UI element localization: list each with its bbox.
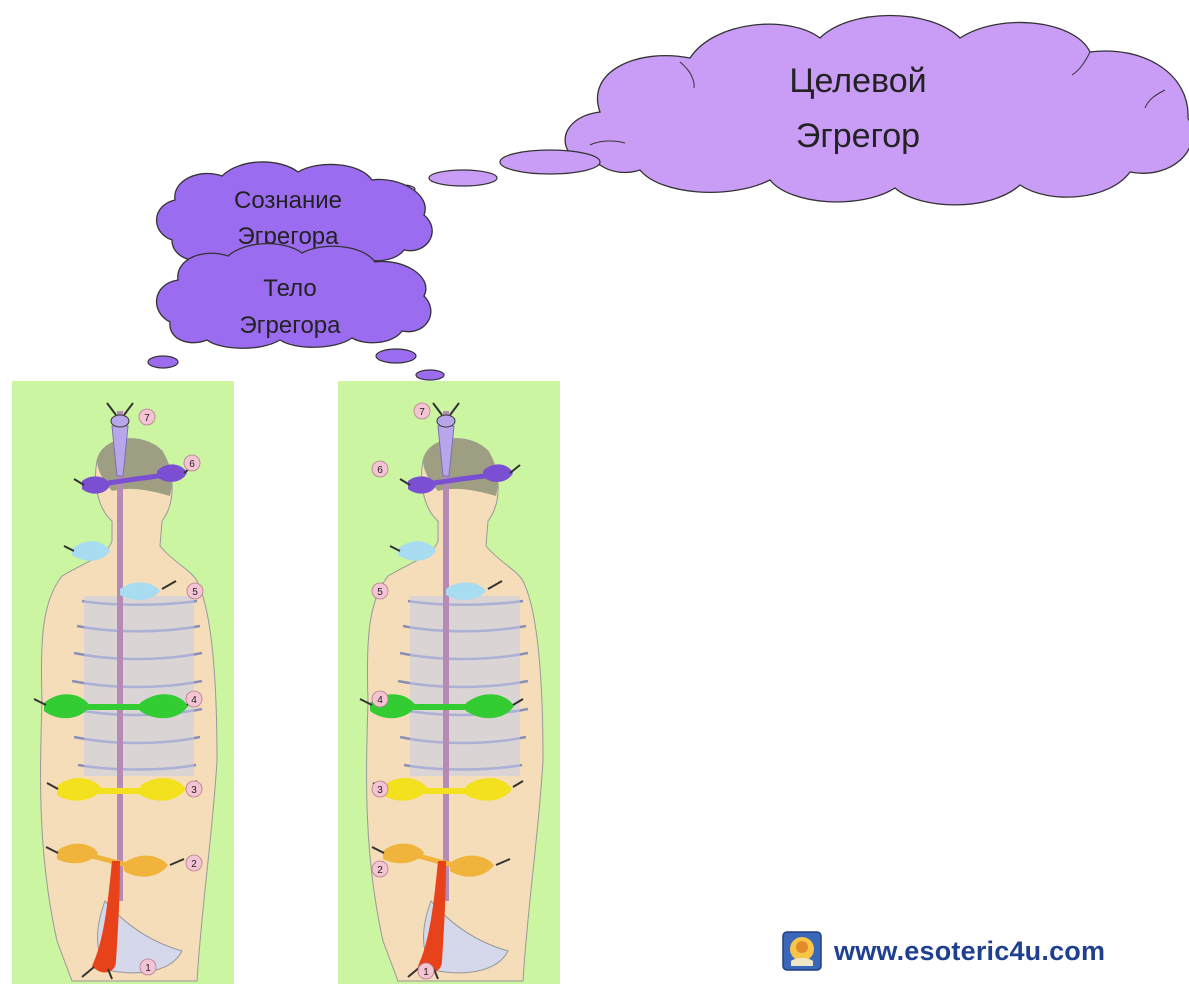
thought-bubble	[148, 356, 178, 368]
human-figure-right: 7 6 5 4 3 2 1	[338, 381, 560, 984]
esoteric-logo-icon	[782, 931, 822, 971]
chakra-number: 4	[377, 695, 383, 706]
thought-bubble	[429, 170, 497, 186]
target-egregore-line2: Эгрегор	[796, 117, 920, 155]
thought-bubble	[416, 370, 444, 380]
chakra-number: 2	[191, 859, 197, 870]
site-url-link[interactable]: www.esoteric4u.com	[834, 936, 1105, 967]
body-line2: Эгрегора	[240, 312, 342, 339]
chakra-number: 2	[377, 865, 383, 876]
chakra-number: 6	[377, 465, 383, 476]
target-cloud-shape	[565, 16, 1189, 205]
body-line1: Тело	[263, 275, 316, 302]
target-egregore-cloud: Целевой Эгрегор	[565, 16, 1189, 205]
chakra-number: 3	[191, 785, 197, 796]
consciousness-line1: Сознание	[234, 187, 342, 214]
site-footer: www.esoteric4u.com	[782, 930, 1105, 972]
chakra-number: 7	[144, 413, 150, 424]
chakra-number: 5	[377, 587, 383, 598]
chakra-number: 1	[423, 967, 429, 978]
human-figure-left: 7 6 5 4 3 2 1	[12, 381, 234, 984]
thought-bubbles-upper	[389, 150, 600, 193]
thought-bubble	[376, 349, 416, 363]
chakra-number: 5	[192, 587, 198, 598]
chakra-number: 7	[419, 407, 425, 418]
chakra-number: 1	[145, 963, 151, 974]
chakra-number: 3	[377, 785, 383, 796]
target-egregore-line1: Целевой	[789, 62, 926, 100]
chakra-number: 4	[191, 695, 197, 706]
thought-bubble	[500, 150, 600, 174]
chakra-number: 6	[189, 459, 195, 470]
